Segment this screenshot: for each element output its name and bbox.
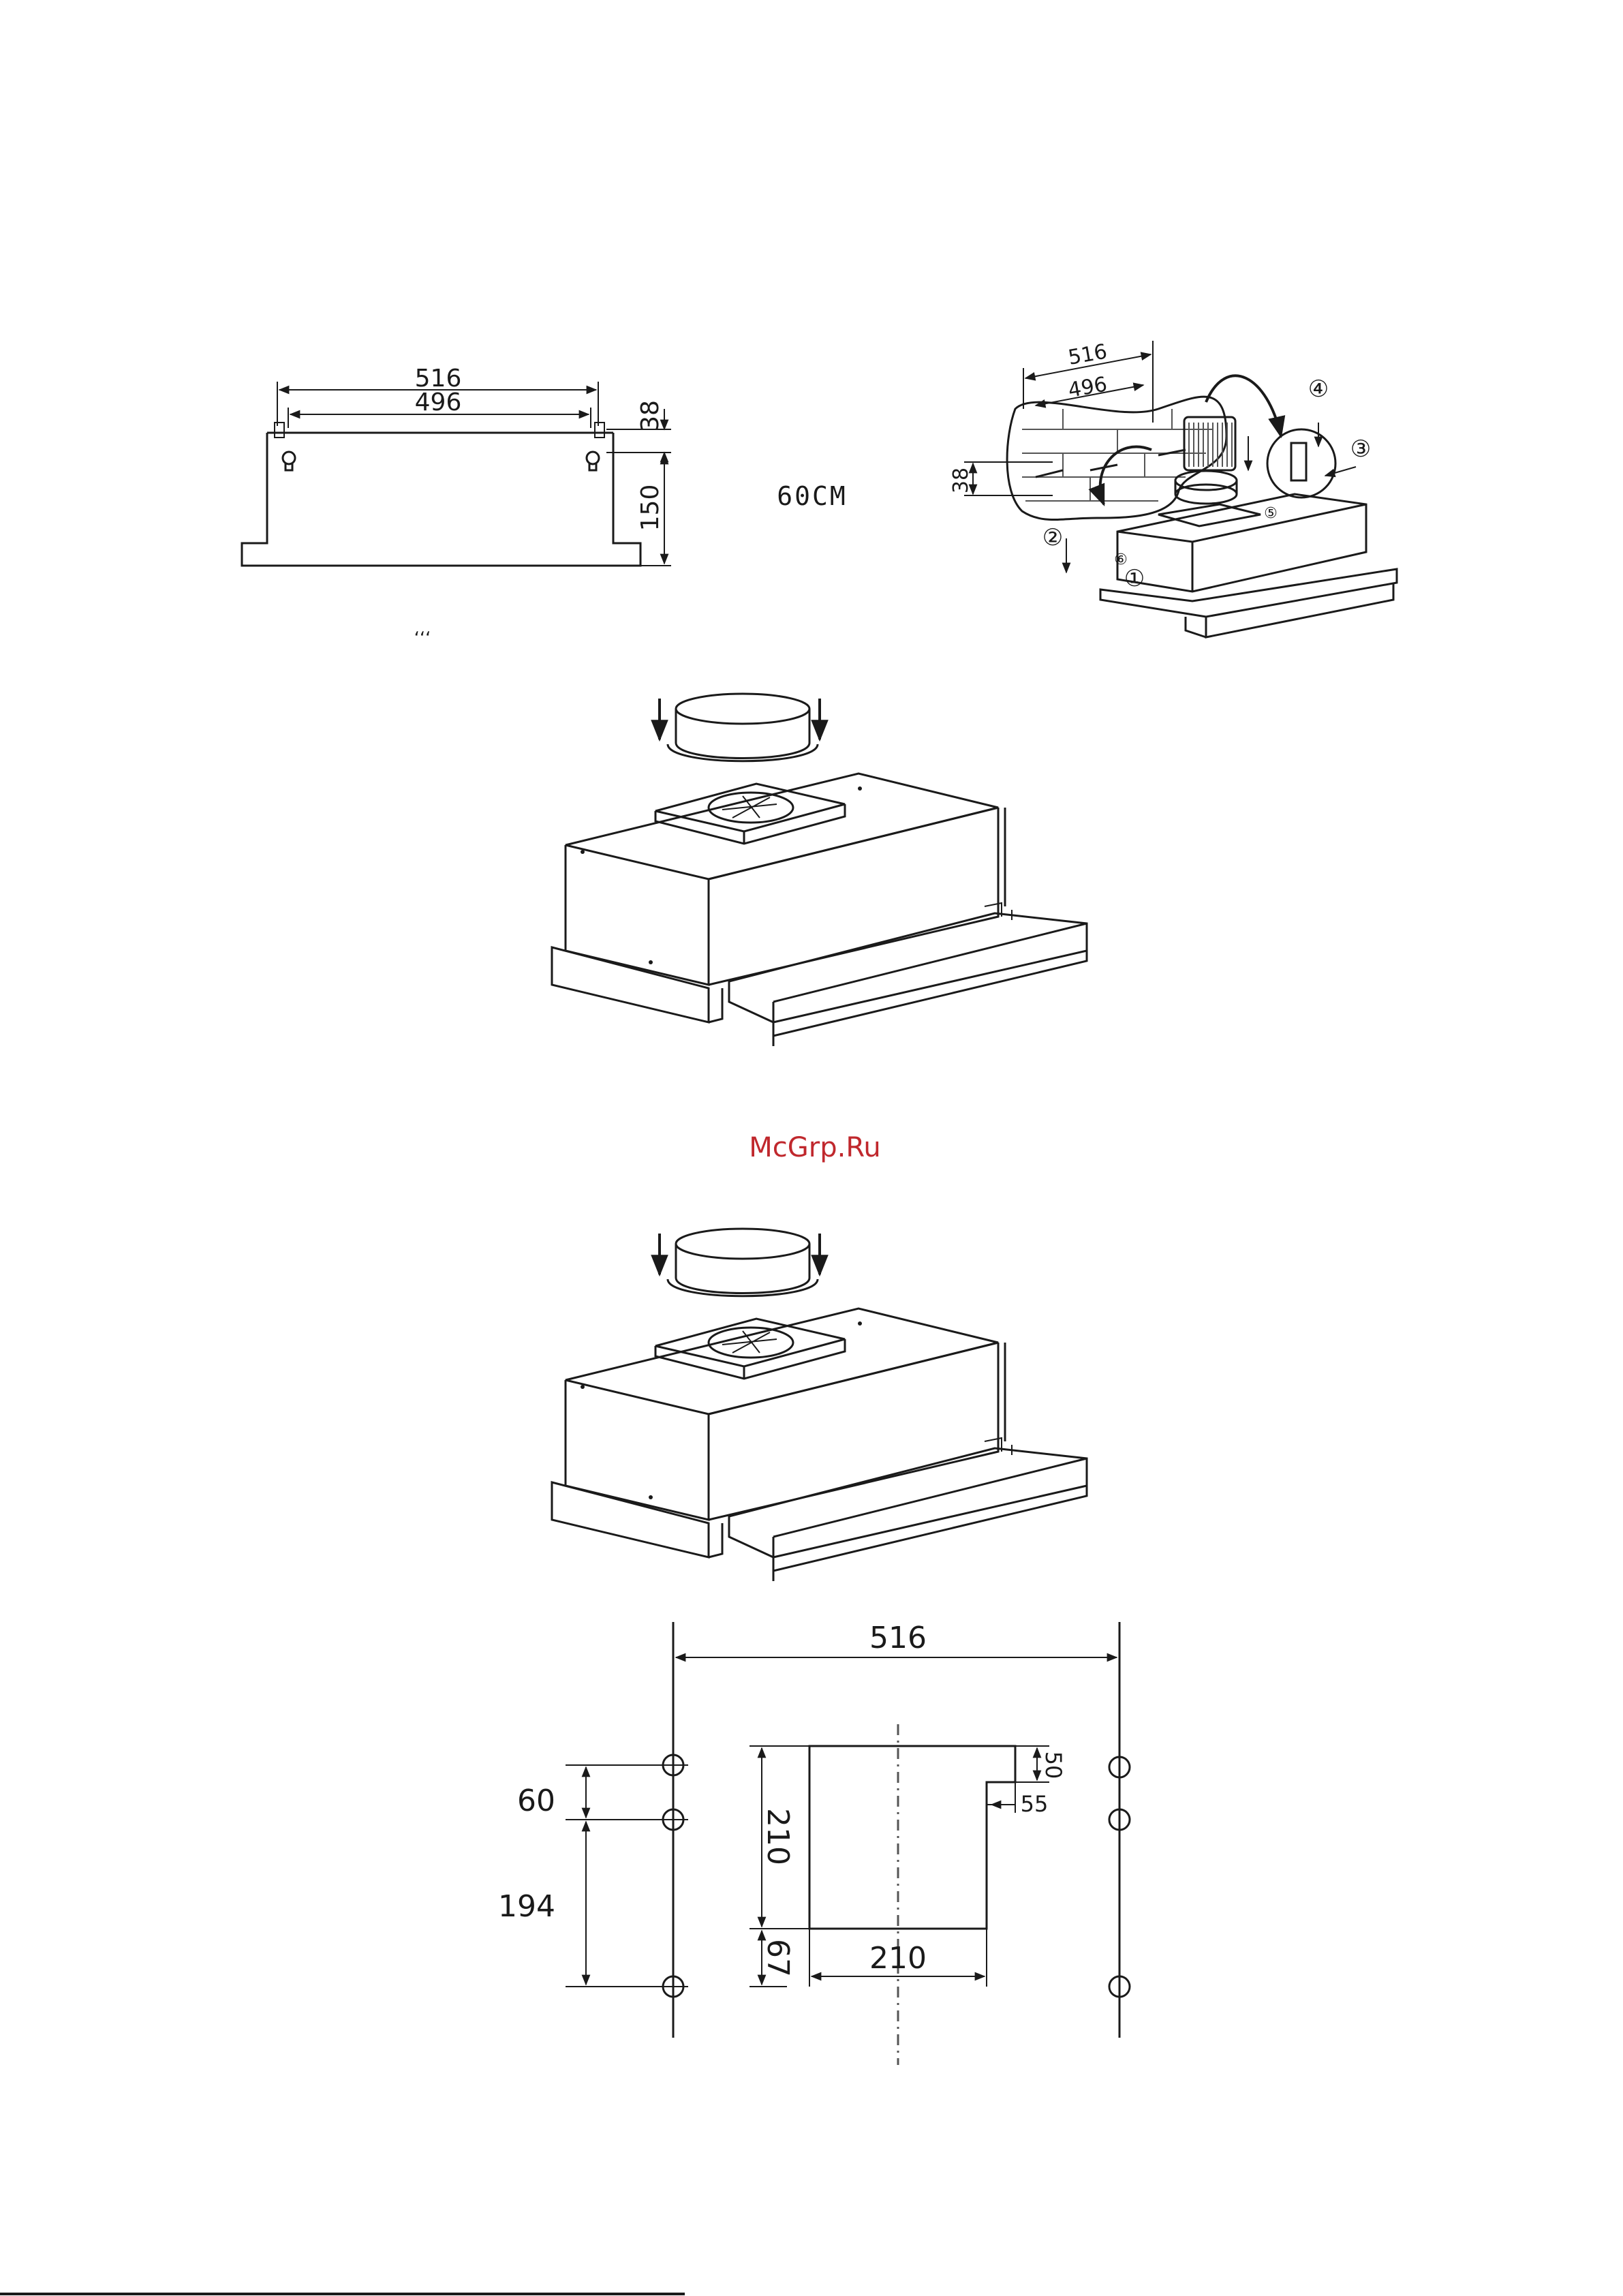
dim-55-label: 55: [1021, 1791, 1049, 1817]
dim-60-label: 60: [517, 1784, 555, 1818]
dim-516-width-label: 516: [869, 1621, 927, 1655]
hood-size-label: 60CM: [777, 481, 848, 511]
dim-38-label: 38: [636, 400, 664, 431]
callout-2-label: ②: [1042, 524, 1063, 551]
wall-dim-516-label: 516: [1066, 339, 1109, 369]
keyhole-right-icon: [587, 423, 604, 470]
wall-installation-perspective: 516 496 38 ④ ③ ②: [949, 339, 1397, 637]
cutout-dimension-drawing: 516 60 194 210 67 210: [498, 1621, 1130, 2065]
dim-496-label: 496: [415, 388, 462, 416]
hood-spigot-assembly-1: [552, 694, 1087, 1046]
hood-spigot-assembly-2: [552, 1229, 1087, 1581]
dim-150-label: 150: [636, 485, 664, 532]
callout-3-label: ③: [1350, 435, 1371, 463]
callout-1-label: ①: [1124, 565, 1145, 592]
wall-dim-496-label: 496: [1066, 372, 1109, 402]
watermark-text: McGrp.Ru: [749, 1132, 880, 1163]
wall-bracket-front-view: 516 496 38 150: [242, 365, 671, 566]
dim-67-label: 67: [760, 1939, 795, 1977]
wall-dim-38-label: 38: [949, 468, 973, 493]
keyhole-left-icon: [275, 423, 295, 470]
dim-210-width-label: 210: [869, 1941, 927, 1976]
dim-50-label: 50: [1040, 1751, 1066, 1779]
dim-210-height-label: 210: [760, 1808, 795, 1865]
callout-6-label: ⑥: [1114, 551, 1128, 568]
dim-194-label: 194: [498, 1889, 555, 1924]
callout-5-label: ⑤: [1264, 505, 1278, 522]
callout-4-label: ④: [1308, 376, 1329, 403]
stray-marks: ʻʻʻ: [414, 628, 431, 649]
